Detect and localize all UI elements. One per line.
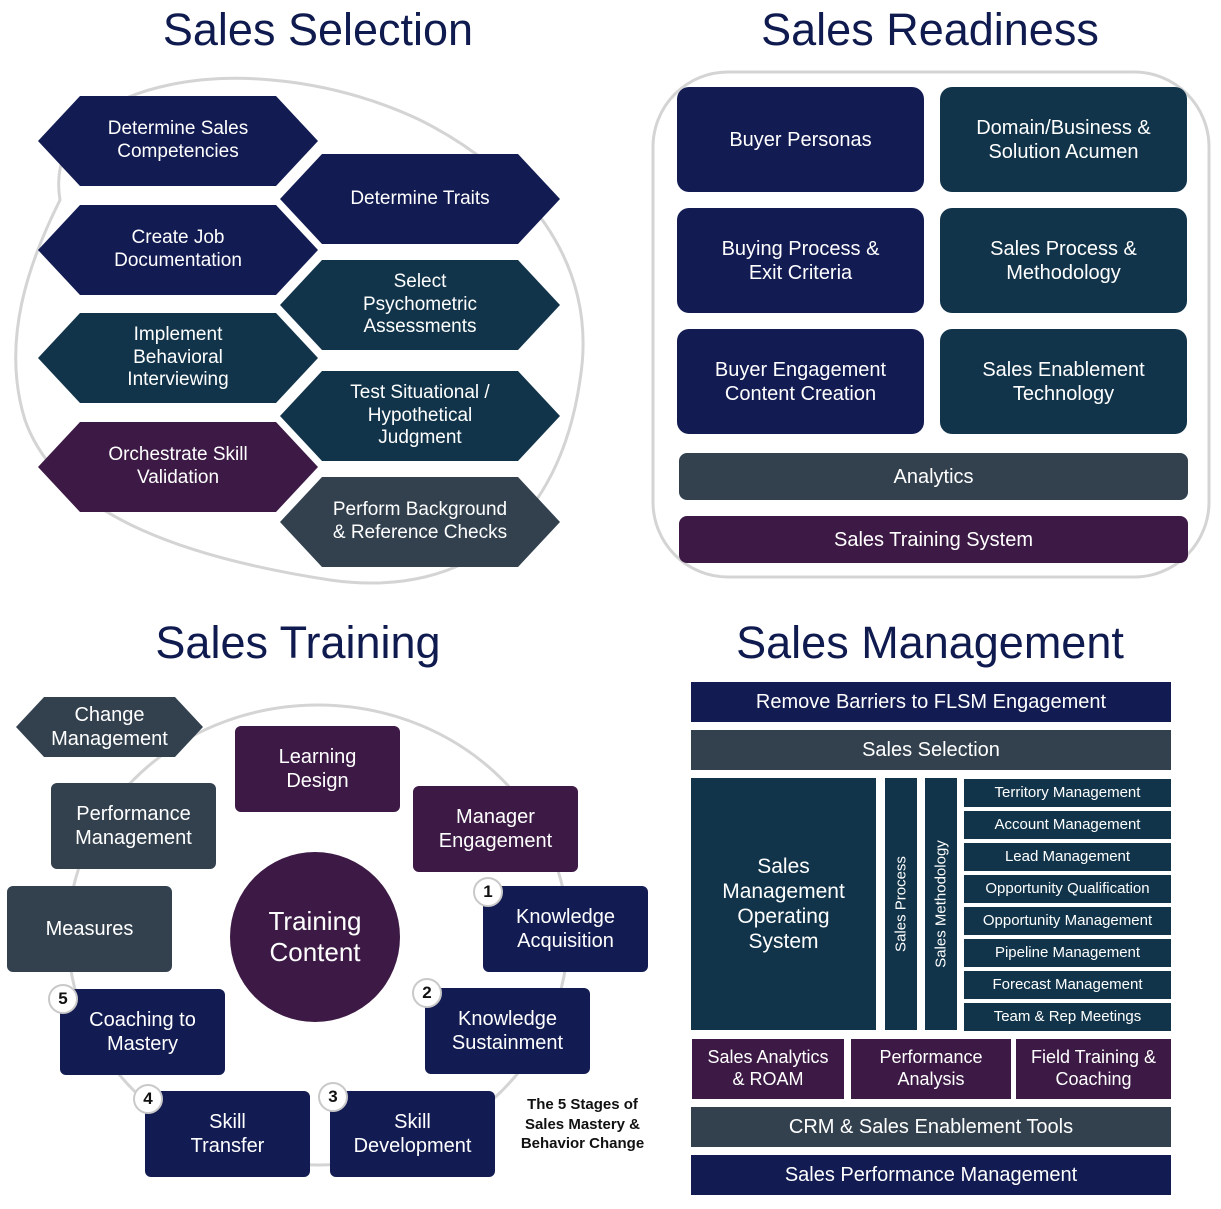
stage-5-badge: 5	[48, 984, 78, 1014]
sales-process-label: Sales Process	[892, 856, 910, 952]
stage-knowledge-sustainment: Knowledge Sustainment	[425, 988, 590, 1074]
stage-3-badge: 3	[318, 1082, 348, 1112]
management-list-item: Opportunity Qualification	[964, 875, 1171, 903]
hex-psychometric-assessments: Select Psychometric Assessments	[280, 260, 560, 350]
card-sales-enablement-tech: Sales Enablement Technology	[940, 329, 1187, 434]
box-manager-engagement: Manager Engagement	[413, 786, 578, 872]
readiness-outline	[651, 70, 1211, 579]
hex-change-management: Change Management	[16, 697, 203, 757]
hex-create-job-documentation: Create Job Documentation	[38, 205, 318, 295]
card-buying-process: Buying Process & Exit Criteria	[677, 208, 924, 313]
management-list-item: Team & Rep Meetings	[964, 1003, 1171, 1031]
management-list-item: Opportunity Management	[964, 907, 1171, 935]
card-sales-process: Sales Process & Methodology	[940, 208, 1187, 313]
management-list-item: Territory Management	[964, 779, 1171, 807]
hex-background-checks: Perform Background & Reference Checks	[280, 477, 560, 567]
sales-readiness-title: Sales Readiness	[761, 4, 1099, 55]
bar-sales-training-system: Sales Training System	[679, 516, 1188, 563]
sales-selection-title: Sales Selection	[162, 4, 474, 55]
bar-remove-barriers: Remove Barriers to FLSM Engagement	[691, 682, 1171, 722]
box-performance-management: Performance Management	[51, 783, 216, 869]
card-buyer-personas: Buyer Personas	[677, 87, 924, 192]
stage-skill-development: Skill Development	[330, 1091, 495, 1177]
hex-determine-traits: Determine Traits	[280, 154, 560, 244]
circle-training-content: Training Content	[230, 852, 400, 1022]
hex-situational-judgment: Test Situational / Hypothetical Judgment	[280, 371, 560, 461]
bar-analytics: Analytics	[679, 453, 1188, 500]
box-learning-design: Learning Design	[235, 726, 400, 812]
management-list-item: Pipeline Management	[964, 939, 1171, 967]
box-analytics-roam: Sales Analytics & ROAM	[692, 1039, 844, 1099]
bar-sales-performance-management: Sales Performance Management	[691, 1155, 1171, 1195]
box-operating-system: Sales Management Operating System	[691, 778, 876, 1030]
stage-skill-transfer: Skill Transfer	[145, 1091, 310, 1177]
bar-sales-selection: Sales Selection	[691, 730, 1171, 770]
management-list-item: Lead Management	[964, 843, 1171, 871]
box-field-training: Field Training & Coaching	[1016, 1039, 1171, 1099]
hex-behavioral-interviewing: Implement Behavioral Interviewing	[38, 313, 318, 403]
sales-methodology-label: Sales Methodology	[932, 840, 950, 968]
vertical-sales-methodology: Sales Methodology	[925, 778, 957, 1030]
card-domain-acumen: Domain/Business & Solution Acumen	[940, 87, 1187, 192]
stage-1-badge: 1	[473, 877, 503, 907]
management-list-item: Forecast Management	[964, 971, 1171, 999]
stage-coaching-to-mastery: Coaching to Mastery	[60, 989, 225, 1075]
stage-2-badge: 2	[412, 978, 442, 1008]
card-buyer-engagement-content: Buyer Engagement Content Creation	[677, 329, 924, 434]
box-performance-analysis: Performance Analysis	[851, 1039, 1011, 1099]
stage-4-badge: 4	[133, 1084, 163, 1114]
hex-determine-competencies: Determine Sales Competencies	[38, 96, 318, 186]
box-measures: Measures	[7, 886, 172, 972]
stages-caption: The 5 Stages of Sales Mastery & Behavior…	[520, 1096, 645, 1152]
management-list-item: Account Management	[964, 811, 1171, 839]
vertical-sales-process: Sales Process	[885, 778, 917, 1030]
stage-knowledge-acquisition: Knowledge Acquisition	[483, 886, 648, 972]
sales-management-title: Sales Management	[736, 617, 1124, 668]
hex-skill-validation: Orchestrate Skill Validation	[38, 422, 318, 512]
sales-training-title: Sales Training	[155, 617, 441, 668]
bar-crm-tools: CRM & Sales Enablement Tools	[691, 1107, 1171, 1147]
